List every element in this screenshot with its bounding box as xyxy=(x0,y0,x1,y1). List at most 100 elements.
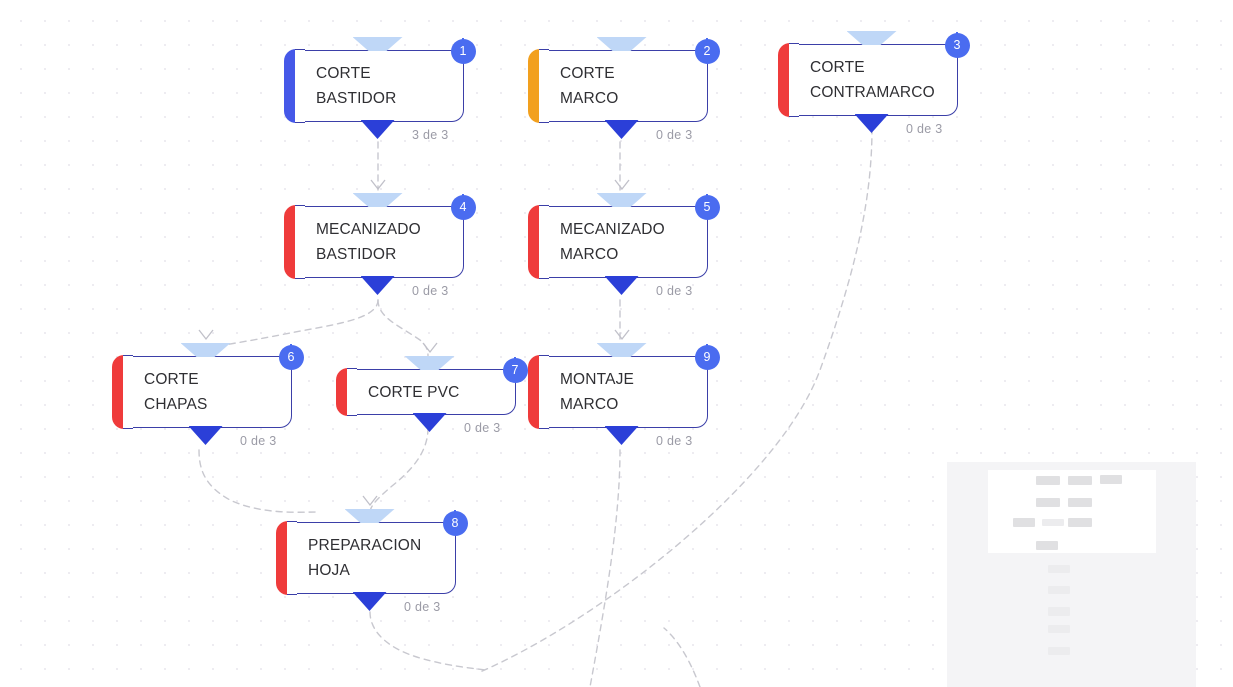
node-progress-counter: 0 de 3 xyxy=(656,128,693,142)
edge-connector xyxy=(198,299,379,351)
node-output-port-icon[interactable] xyxy=(604,120,639,139)
node-input-port-icon[interactable] xyxy=(596,193,647,207)
node-body[interactable]: CORTE MARCO 2 xyxy=(528,37,720,139)
chevron-down-icon xyxy=(613,329,630,341)
edge-connector xyxy=(369,611,487,671)
flow-node[interactable]: CORTE CONTRAMARCO 3 0 de 3 xyxy=(778,31,970,136)
minimap-node xyxy=(1048,586,1070,594)
node-sequence-badge[interactable]: 5 xyxy=(694,194,720,220)
node-accent-mask xyxy=(123,355,133,429)
minimap-node xyxy=(1048,607,1070,616)
node-body[interactable]: PREPARACION HOJA 8 xyxy=(276,495,468,611)
node-progress-counter: 0 de 3 xyxy=(412,284,449,298)
node-progress-counter: 0 de 3 xyxy=(240,434,277,448)
node-status-accent xyxy=(112,355,124,429)
flow-node[interactable]: MECANIZADO BASTIDOR 4 0 de 3 xyxy=(284,179,476,298)
node-title: MECANIZADO MARCO xyxy=(560,221,665,263)
node-title: MONTAJE MARCO xyxy=(560,371,634,413)
node-output-port-icon[interactable] xyxy=(360,120,395,139)
node-status-accent xyxy=(284,49,296,123)
node-input-port-icon[interactable] xyxy=(180,343,231,357)
flow-node[interactable]: MECANIZADO MARCO 5 0 de 3 xyxy=(528,179,720,298)
flow-node[interactable]: CORTE CHAPAS 6 0 de 3 xyxy=(112,329,304,448)
minimap-node xyxy=(1068,498,1092,507)
node-sequence-badge[interactable]: 2 xyxy=(694,38,720,64)
node-input-port-icon[interactable] xyxy=(344,509,395,523)
node-accent-mask xyxy=(347,368,357,416)
flow-node[interactable]: PREPARACION HOJA 8 0 de 3 xyxy=(276,495,468,614)
edge-connector xyxy=(369,427,429,512)
node-accent-mask xyxy=(539,49,549,123)
node-sequence-badge[interactable]: 3 xyxy=(944,32,970,58)
edge-connector xyxy=(198,449,319,513)
node-output-port-icon[interactable] xyxy=(360,276,395,295)
node-title: MECANIZADO BASTIDOR xyxy=(316,221,421,263)
node-status-accent xyxy=(276,521,288,595)
node-title: CORTE CHAPAS xyxy=(144,371,208,413)
node-sequence-badge[interactable]: 4 xyxy=(450,194,476,220)
minimap-node xyxy=(1036,498,1060,507)
minimap-node xyxy=(1048,565,1070,573)
node-input-port-icon[interactable] xyxy=(352,37,403,51)
node-status-accent xyxy=(528,355,540,429)
chevron-down-icon xyxy=(361,495,378,507)
node-status-accent xyxy=(528,49,540,123)
node-title: PREPARACION HOJA xyxy=(308,537,422,579)
minimap-node xyxy=(1013,518,1035,527)
node-output-port-icon[interactable] xyxy=(604,276,639,295)
node-accent-mask xyxy=(295,205,305,279)
node-progress-counter: 0 de 3 xyxy=(404,600,441,614)
node-progress-counter: 0 de 3 xyxy=(906,122,943,136)
node-output-port-icon[interactable] xyxy=(188,426,223,445)
node-input-port-icon[interactable] xyxy=(596,37,647,51)
node-body[interactable]: CORTE CHAPAS 6 xyxy=(112,329,304,445)
edge-connector xyxy=(377,299,429,358)
node-output-port-icon[interactable] xyxy=(854,114,889,133)
node-output-port-icon[interactable] xyxy=(352,592,387,611)
node-input-port-icon[interactable] xyxy=(596,343,647,357)
minimap-node xyxy=(1036,541,1058,550)
node-body[interactable]: CORTE CONTRAMARCO 3 xyxy=(778,31,970,133)
node-body[interactable]: MECANIZADO MARCO 5 xyxy=(528,179,720,295)
minimap-node xyxy=(1042,519,1064,526)
node-progress-counter: 0 de 3 xyxy=(656,434,693,448)
node-progress-counter: 0 de 3 xyxy=(656,284,693,298)
node-accent-mask xyxy=(287,521,297,595)
minimap-node xyxy=(1036,476,1060,485)
minimap-panel[interactable] xyxy=(947,462,1196,687)
node-accent-mask xyxy=(295,49,305,123)
node-sequence-badge[interactable]: 6 xyxy=(278,344,304,370)
node-output-port-icon[interactable] xyxy=(412,413,447,432)
node-body[interactable]: MONTAJE MARCO 9 xyxy=(528,329,720,445)
minimap-node xyxy=(1068,476,1092,485)
chevron-down-icon xyxy=(421,342,438,354)
node-output-port-icon[interactable] xyxy=(604,426,639,445)
node-body[interactable]: MECANIZADO BASTIDOR 4 xyxy=(284,179,476,295)
node-sequence-badge[interactable]: 7 xyxy=(502,357,528,383)
node-progress-counter: 3 de 3 xyxy=(412,128,449,142)
node-title: CORTE MARCO xyxy=(560,65,619,107)
node-sequence-badge[interactable]: 8 xyxy=(442,510,468,536)
edge-connector xyxy=(589,449,621,687)
node-input-port-icon[interactable] xyxy=(846,31,897,45)
chevron-down-icon xyxy=(197,329,214,341)
node-input-port-icon[interactable] xyxy=(352,193,403,207)
node-status-accent xyxy=(284,205,296,279)
edge-connector xyxy=(663,627,701,687)
minimap-node xyxy=(1048,625,1070,633)
node-title: CORTE PVC xyxy=(368,383,460,401)
node-input-port-icon[interactable] xyxy=(404,356,455,370)
node-sequence-badge[interactable]: 1 xyxy=(450,38,476,64)
node-sequence-badge[interactable]: 9 xyxy=(694,344,720,370)
node-body[interactable]: CORTE PVC 7 xyxy=(336,342,528,432)
chevron-down-icon xyxy=(613,179,630,191)
node-title: CORTE CONTRAMARCO xyxy=(810,59,935,101)
minimap-node xyxy=(1048,647,1070,655)
flow-node[interactable]: CORTE MARCO 2 0 de 3 xyxy=(528,37,720,142)
node-status-accent xyxy=(336,368,348,416)
flow-node[interactable]: MONTAJE MARCO 9 0 de 3 xyxy=(528,329,720,448)
